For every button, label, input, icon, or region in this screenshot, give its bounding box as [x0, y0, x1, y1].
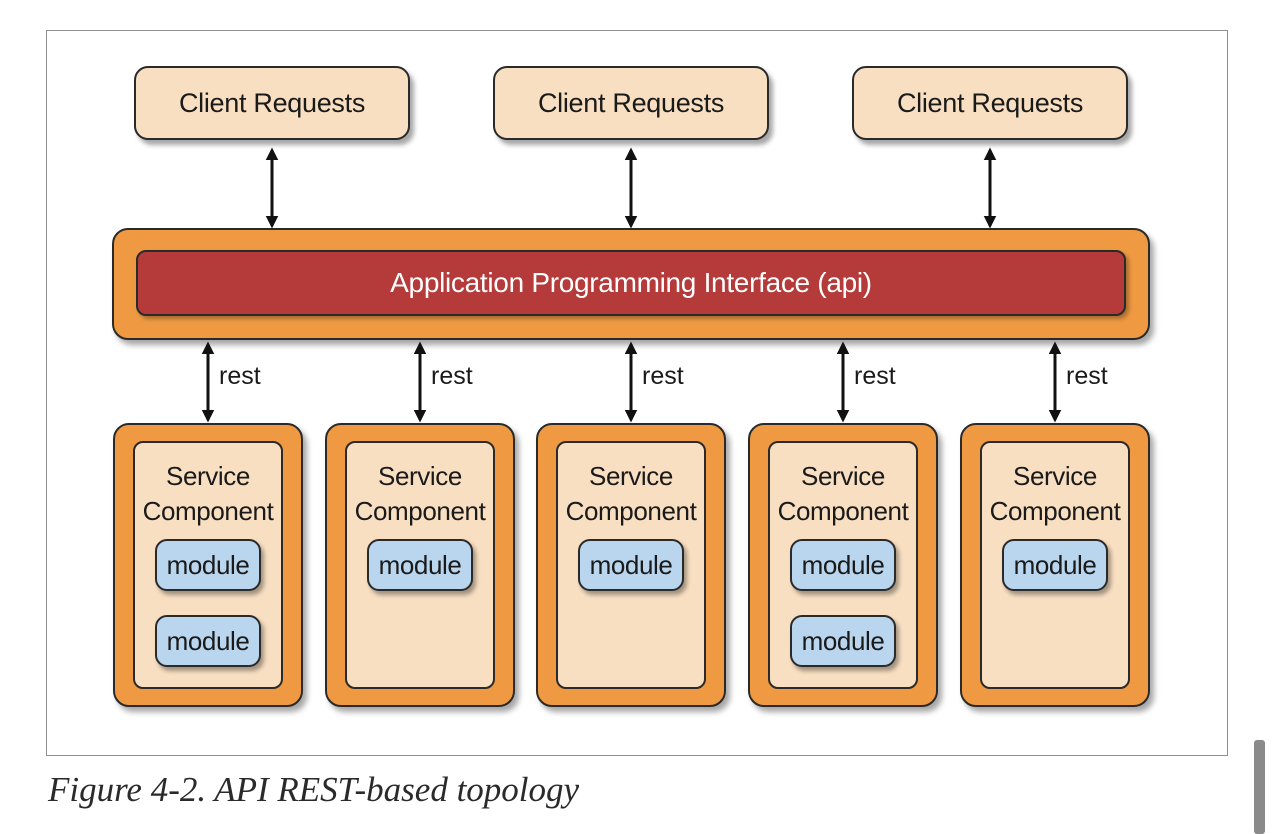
- service-component-4: Service Component module module: [748, 423, 938, 707]
- client-requests-label: Client Requests: [178, 87, 366, 118]
- client-requests-label: Client Requests: [537, 87, 725, 118]
- rest-label-2: rest: [431, 362, 473, 390]
- module-box: module: [578, 539, 684, 591]
- service-component-2: Service Component module: [325, 423, 515, 707]
- client-requests-label: Client Requests: [896, 87, 1084, 118]
- service-component-title: Service Component: [989, 461, 1121, 526]
- service-component-inner: Service Component module module: [133, 441, 283, 689]
- module-box: module: [367, 539, 473, 591]
- service-component-title: Service Component: [777, 461, 909, 526]
- client-requests-box-2: Client Requests: [493, 66, 769, 140]
- service-component-inner: Service Component module: [345, 441, 495, 689]
- client-requests-box-1: Client Requests: [134, 66, 410, 140]
- client-requests-box-3: Client Requests: [852, 66, 1128, 140]
- service-component-inner: Service Component module: [980, 441, 1130, 689]
- module-box: module: [155, 615, 261, 667]
- module-box: module: [1002, 539, 1108, 591]
- service-component-title: Service Component: [565, 461, 697, 526]
- service-component-1: Service Component module module: [113, 423, 303, 707]
- api-label: Application Programming Interface (api): [390, 267, 872, 298]
- rest-label-3: rest: [642, 362, 684, 390]
- rest-label-4: rest: [854, 362, 896, 390]
- service-component-inner: Service Component module: [556, 441, 706, 689]
- scrollbar-thumb[interactable]: [1254, 740, 1265, 834]
- api-layer: Application Programming Interface (api): [112, 228, 1150, 340]
- figure-caption: Figure 4-2. API REST-based topology: [48, 770, 580, 809]
- service-component-5: Service Component module: [960, 423, 1150, 707]
- module-box: module: [155, 539, 261, 591]
- service-component-3: Service Component module: [536, 423, 726, 707]
- module-box: module: [790, 539, 896, 591]
- rest-label-1: rest: [219, 362, 261, 390]
- rest-label-5: rest: [1066, 362, 1108, 390]
- api-bar: Application Programming Interface (api): [136, 250, 1126, 316]
- service-component-inner: Service Component module module: [768, 441, 918, 689]
- module-box: module: [790, 615, 896, 667]
- service-component-title: Service Component: [354, 461, 486, 526]
- service-component-title: Service Component: [142, 461, 274, 526]
